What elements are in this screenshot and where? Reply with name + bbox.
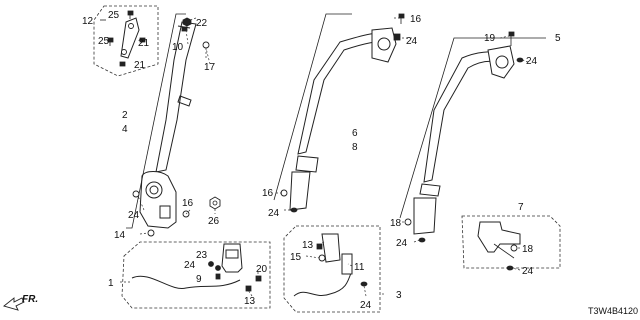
bolt-icon bbox=[127, 10, 134, 19]
callout-22: 22 bbox=[196, 18, 208, 29]
bolt-icon bbox=[255, 275, 262, 282]
callout-1: 1 bbox=[108, 278, 114, 289]
rear-buckle-assembly bbox=[461, 215, 561, 269]
callout-6: 6 bbox=[352, 128, 358, 139]
bolt-icon bbox=[215, 273, 221, 280]
callout-8: 8 bbox=[352, 142, 358, 153]
bolt-icon bbox=[510, 244, 518, 252]
callout-24: 24 bbox=[360, 300, 372, 311]
callout-17: 17 bbox=[204, 62, 216, 73]
bolt-icon bbox=[107, 37, 114, 46]
callout-13: 13 bbox=[244, 296, 256, 307]
callout-13: 13 bbox=[302, 240, 314, 251]
bolt-icon bbox=[139, 37, 146, 43]
bolt-icon bbox=[181, 26, 188, 32]
callout-25: 25 bbox=[108, 10, 120, 21]
bolt-icon bbox=[398, 13, 405, 24]
bolt-icon bbox=[147, 229, 155, 237]
leader-lines bbox=[120, 17, 529, 297]
callout-24: 24 bbox=[268, 208, 280, 219]
callout-24: 24 bbox=[522, 266, 534, 277]
nut-icon bbox=[215, 265, 221, 271]
bolt-icon bbox=[316, 243, 323, 250]
callout-18: 18 bbox=[390, 218, 402, 229]
rear-outer-seat-belt bbox=[273, 13, 397, 211]
front-buckle-assembly bbox=[121, 241, 271, 309]
bolt-icon bbox=[404, 218, 412, 226]
nut-icon bbox=[209, 196, 221, 214]
nut-icon bbox=[208, 261, 214, 267]
nut-icon bbox=[182, 17, 192, 27]
front-direction-arrow-icon: FR. bbox=[3, 294, 38, 311]
front-seat-belt bbox=[139, 21, 197, 229]
callout-2: 2 bbox=[122, 110, 128, 121]
callout-10: 10 bbox=[172, 42, 184, 53]
callout-7: 7 bbox=[518, 202, 524, 213]
callout-3: 3 bbox=[396, 290, 402, 301]
callout-14: 14 bbox=[114, 230, 126, 241]
callout-26: 26 bbox=[208, 216, 220, 227]
callout-16: 16 bbox=[410, 14, 422, 25]
rear-center-buckle-assembly bbox=[283, 225, 381, 313]
callout-labels: 12 25 25 21 21 22 10 17 2 4 24 16 26 14 … bbox=[82, 10, 561, 311]
bolt-icon bbox=[119, 61, 126, 67]
callout-11: 11 bbox=[354, 262, 365, 273]
callout-4: 4 bbox=[122, 124, 128, 135]
callout-20: 20 bbox=[256, 264, 268, 275]
callout-23: 23 bbox=[196, 250, 208, 261]
callout-9: 9 bbox=[196, 274, 202, 285]
nut-icon bbox=[360, 281, 368, 287]
callout-19: 19 bbox=[484, 33, 496, 44]
anchor-adjuster-assembly bbox=[93, 5, 159, 77]
callout-24: 24 bbox=[406, 36, 418, 47]
callout-24: 24 bbox=[128, 210, 140, 221]
callout-24: 24 bbox=[396, 238, 408, 249]
callout-24: 24 bbox=[184, 260, 196, 271]
bolt-icon bbox=[318, 254, 326, 262]
front-direction-label: FR. bbox=[22, 294, 38, 305]
nut-icon bbox=[506, 265, 514, 271]
bolt-icon bbox=[132, 190, 140, 198]
bolt-icon bbox=[245, 285, 252, 292]
callout-16: 16 bbox=[262, 188, 274, 199]
callout-21: 21 bbox=[134, 60, 146, 71]
nut-icon bbox=[516, 57, 524, 63]
nut-icon bbox=[290, 207, 298, 213]
bolt-icon bbox=[393, 33, 401, 41]
callout-21: 21 bbox=[138, 38, 150, 49]
bolt-icon bbox=[508, 31, 515, 46]
callout-15: 15 bbox=[290, 252, 302, 263]
callout-18: 18 bbox=[522, 244, 534, 255]
bolt-icon bbox=[202, 41, 210, 58]
nut-icon bbox=[418, 237, 426, 243]
callout-5: 5 bbox=[555, 33, 561, 44]
callout-12: 12 bbox=[82, 16, 94, 27]
callout-24: 24 bbox=[526, 56, 538, 67]
diagram-code: T3W4B4120 bbox=[588, 306, 638, 316]
callout-16: 16 bbox=[182, 198, 194, 209]
callout-25: 25 bbox=[98, 36, 110, 47]
rear-seat-belt bbox=[399, 37, 546, 235]
